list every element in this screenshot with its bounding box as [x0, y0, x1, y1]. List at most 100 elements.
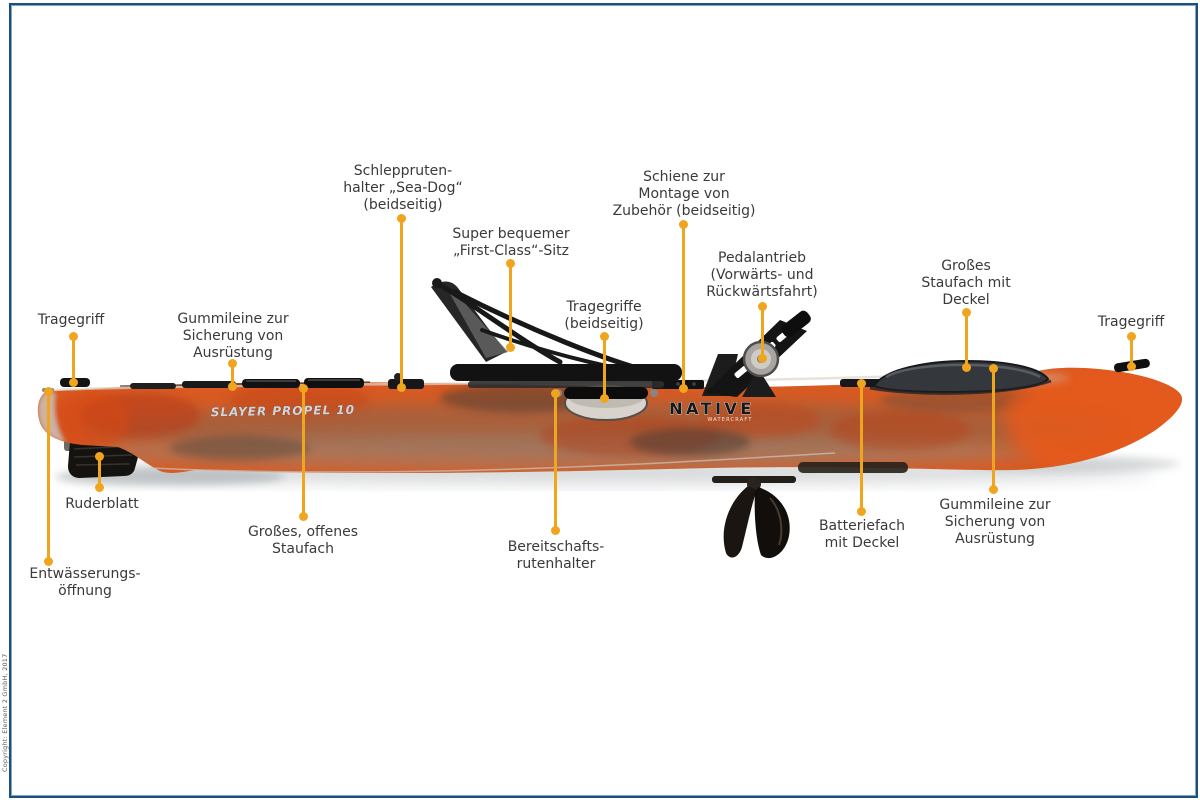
part-label-line: Pedalantrieb [718, 250, 806, 266]
connector-dot-drain-hole [43, 386, 53, 396]
part-label-line: Gummileine zur [939, 497, 1051, 513]
part-label-line: Super bequemer [452, 226, 570, 242]
connector-dot-carry-handle-stern [68, 331, 78, 341]
part-label-line: Schiene zur [643, 169, 725, 185]
part-label-line: Tragegriff [37, 312, 105, 328]
part-label-line: öffnung [58, 583, 112, 599]
connector-dot-pedal-drive [757, 301, 767, 311]
connector-dot-pedal-drive [757, 353, 767, 363]
connector-dot-bow-hatch [961, 307, 971, 317]
connector-dot-first-class-seat [505, 258, 515, 268]
connector-dot-battery-hatch [856, 378, 866, 388]
part-label-line: Tragegriffe [566, 299, 642, 315]
part-label-line: Großes [941, 258, 991, 274]
part-label-line: Sicherung von [944, 514, 1046, 530]
part-label-line: Zubehör (beidseitig) [612, 203, 756, 219]
connector-dot-first-class-seat [505, 342, 515, 352]
connector-line-drain-hole [46, 391, 50, 561]
part-label-drain-hole: Entwässerungs-öffnung [0, 566, 235, 600]
connector-dot-carry-handle-bow [1126, 361, 1136, 371]
connector-dot-carry-handles-side [599, 331, 609, 341]
part-label-line: rutenhalter [516, 556, 596, 572]
part-label-line: Tragegriff [1097, 314, 1165, 330]
part-label-first-class-seat: Super bequemer„First-Class“-Sitz [361, 226, 661, 260]
propeller-graphic [712, 462, 908, 559]
part-label-line: (beidseitig) [363, 197, 443, 213]
part-label-line: Ausrüstung [955, 531, 1035, 547]
connector-line-carry-handles-side [602, 336, 606, 398]
connector-dot-battery-hatch [856, 506, 866, 516]
part-label-line: Staufach [272, 541, 334, 557]
part-label-line: Staufach mit [921, 275, 1011, 291]
connector-line-trolling-rod-holder [399, 218, 403, 387]
part-label-line: Ruderblatt [65, 496, 139, 512]
part-label-line: Batteriefach [818, 518, 906, 534]
connector-line-ready-rod-holder [553, 393, 557, 530]
connector-line-pedal-drive [760, 306, 764, 358]
svg-text:WATERCRAFT: WATERCRAFT [707, 417, 752, 423]
svg-text:NATIVE: NATIVE [669, 399, 755, 418]
copyright-text: Copyright: Element 2 GmbH, 2017 [1, 653, 9, 772]
connector-dot-bungee-left [227, 358, 237, 368]
part-label-carry-handle-stern: Tragegriff [0, 312, 221, 329]
connector-dot-rudder-blade [94, 482, 104, 492]
part-label-line: Deckel [942, 292, 990, 308]
connector-line-accessory-rail [681, 224, 685, 388]
connector-dot-bow-hatch [961, 362, 971, 372]
connector-line-carry-handle-bow [1129, 336, 1133, 366]
connector-dot-drain-hole [43, 556, 53, 566]
connector-dot-ready-rod-holder [550, 388, 560, 398]
part-label-ready-rod-holder: Bereitschafts-rutenhalter [406, 539, 706, 573]
part-label-line: Schleppruten- [353, 163, 453, 179]
part-label-carry-handle-bow: Tragegriff [981, 314, 1200, 331]
connector-line-bow-hatch [964, 312, 968, 367]
connector-line-bungee-left [230, 363, 234, 386]
connector-dot-accessory-rail [678, 219, 688, 229]
connector-line-carry-handle-stern [71, 336, 75, 382]
connector-dot-carry-handle-stern [68, 377, 78, 387]
connector-dot-trolling-rod-holder [396, 213, 406, 223]
connector-dot-ready-rod-holder [550, 525, 560, 535]
part-label-trolling-rod-holder: Schleppruten-halter „Sea-Dog“(beidseitig… [253, 163, 553, 214]
part-label-line: Bereitschafts- [507, 539, 605, 555]
connector-dot-trolling-rod-holder [396, 382, 406, 392]
seat-graphic [431, 278, 682, 388]
connector-line-open-storage [301, 388, 305, 516]
part-label-line: Großes, offenes [247, 524, 359, 540]
native-logo: NATIVE WATERCRAFT [669, 399, 755, 423]
part-label-carry-handles-side: Tragegriffe(beidseitig) [454, 299, 754, 333]
part-label-rudder-blade: Ruderblatt [0, 496, 252, 513]
connector-dot-carry-handles-side [599, 393, 609, 403]
part-label-line: (beidseitig) [564, 316, 644, 332]
connector-dot-carry-handle-bow [1126, 331, 1136, 341]
bow-hatch-graphic [869, 359, 1052, 395]
part-label-line: halter „Sea-Dog“ [343, 180, 463, 196]
connector-line-bungee-right [991, 368, 995, 489]
connector-dot-bungee-right [988, 484, 998, 494]
connector-dot-bungee-right [988, 363, 998, 373]
part-label-line: mit Deckel [824, 535, 900, 551]
part-label-line: „First-Class“-Sitz [452, 243, 570, 259]
part-label-line: Entwässerungs- [29, 566, 141, 582]
part-label-line: Gummileine zur [177, 311, 289, 327]
part-label-line: Montage von [638, 186, 730, 202]
connector-line-first-class-seat [508, 263, 512, 347]
pedal-drive-graphic [702, 310, 811, 397]
connector-line-rudder-blade [97, 456, 101, 487]
connector-line-battery-hatch [859, 383, 863, 511]
connector-dot-open-storage [298, 511, 308, 521]
part-label-line: Ausrüstung [193, 345, 273, 361]
part-label-line: Rückwärtsfahrt) [706, 284, 818, 300]
part-label-line: Sicherung von [182, 328, 284, 344]
connector-dot-open-storage [298, 383, 308, 393]
connector-dot-rudder-blade [94, 451, 104, 461]
